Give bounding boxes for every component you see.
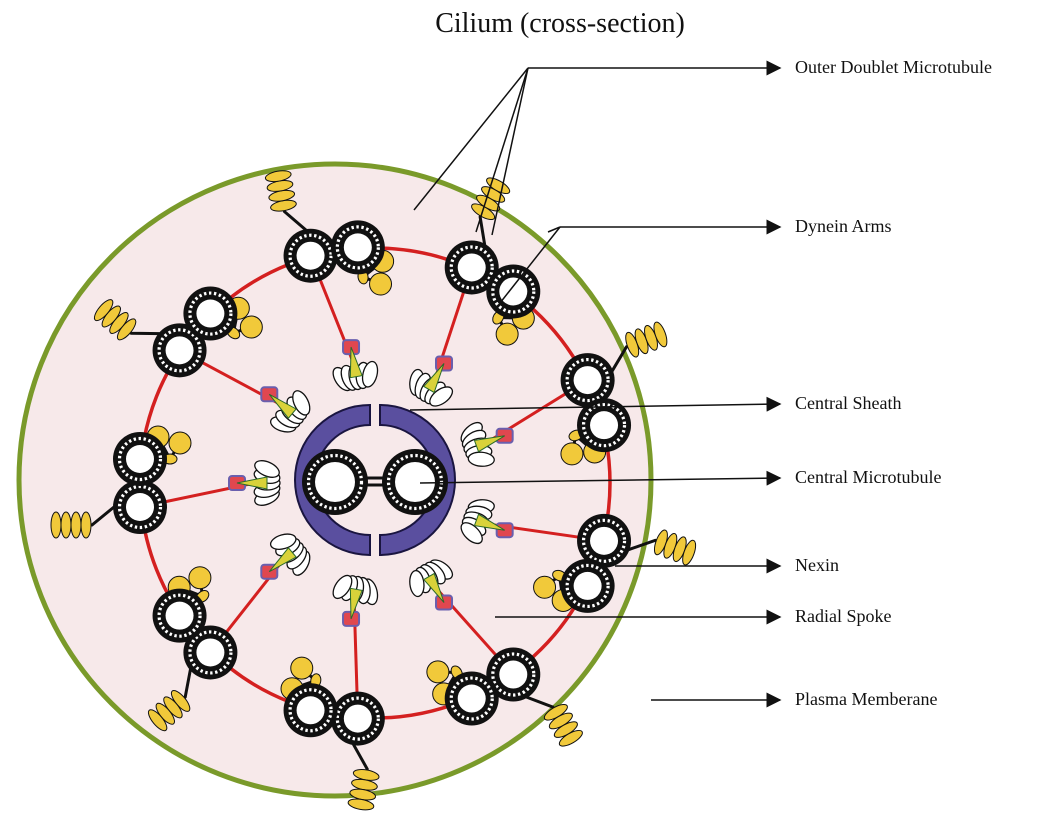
label-dynein-arms: Dynein Arms [795,216,892,236]
label-radial-spoke: Radial Spoke [795,606,892,626]
label-plasma-membrane: Plasma Memberane [795,689,937,709]
label-nexin: Nexin [795,555,839,575]
central-microtubule-left [302,449,368,515]
label-outer-doublet: Outer Doublet Microtubule [795,57,992,77]
label-central-microtubule: Central Microtubule [795,467,941,487]
label-central-sheath: Central Sheath [795,393,901,413]
